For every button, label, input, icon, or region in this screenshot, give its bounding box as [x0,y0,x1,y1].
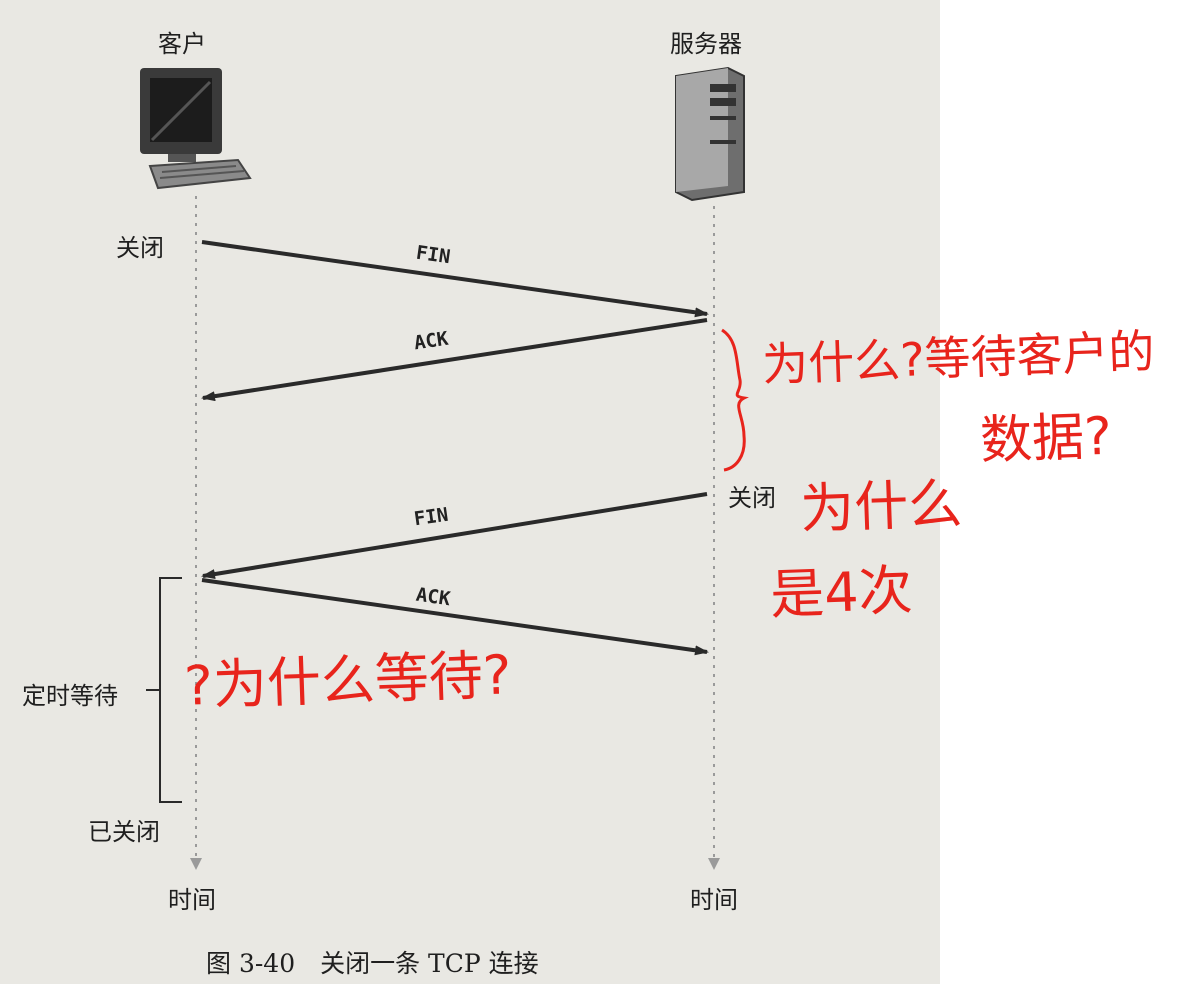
ack-arrow-client-to-server [201,578,709,656]
client-time-label: 时间 [168,886,216,914]
closed-label: 已关闭 [88,818,160,846]
server-close-label: 关闭 [728,484,776,512]
time-wait-label: 定时等待 [22,682,118,710]
fin-label-1: FIN [414,241,452,269]
client-computer-icon [140,68,252,190]
figure-caption: 图 3-40 关闭一条 TCP 连接 [206,949,539,978]
handwritten-note-why: 为什么 [799,472,964,541]
server-time-label: 时间 [690,886,738,914]
ack-label-2: ACK [414,583,452,611]
client-time-arrow [190,858,202,870]
client-close-label: 关闭 [116,234,164,262]
server-tower-icon [675,66,745,202]
handwritten-note-four-times: 是4次 [769,558,914,627]
fin-arrow-server-to-client [201,492,708,580]
handwritten-note-data: 数据? [979,406,1113,472]
server-label: 服务器 [670,30,742,58]
ack-arrow-server-to-client [201,318,708,402]
client-label: 客户 [158,30,206,58]
server-time-arrow [708,858,720,870]
handwritten-brace [721,328,749,472]
time-wait-bracket [146,577,182,803]
handwritten-note-why-wait-client-data: 为什么?等待客户的 [761,324,1156,392]
handwritten-note-why-wait: ?为什么等待? [183,643,513,718]
fin-arrow-client-to-server [201,240,709,318]
figure-background [0,0,940,984]
